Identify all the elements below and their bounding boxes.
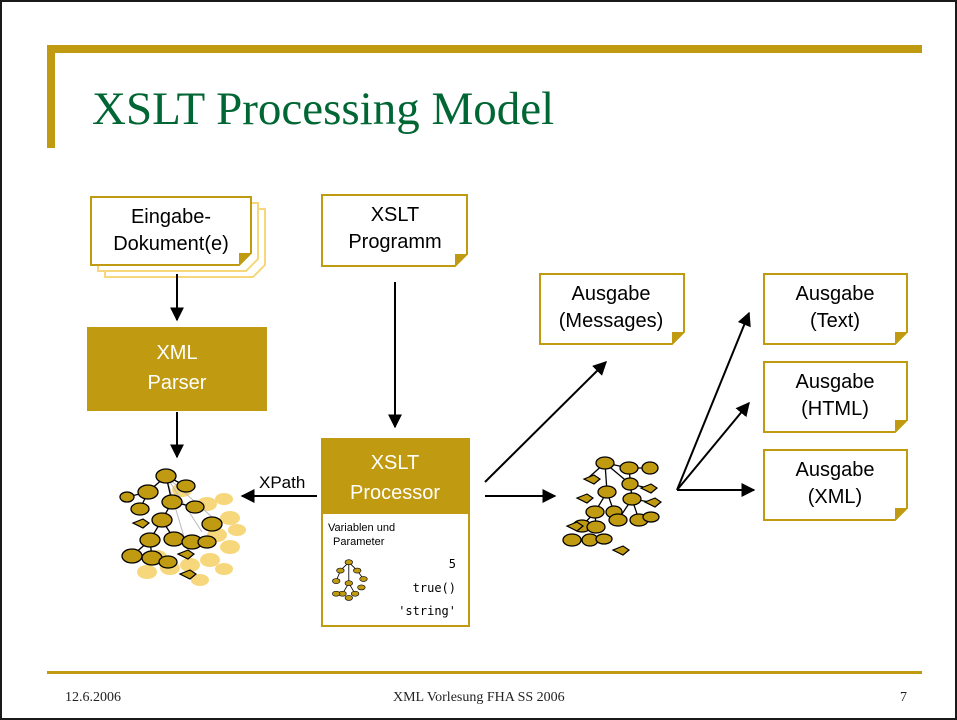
footer-divider [47,671,922,674]
slide-title: XSLT Processing Model [92,83,555,135]
variable-value-boolean: true() [413,581,456,595]
arrow-to-html [676,401,750,491]
footer-center: XML Vorlesung FHA SS 2006 [393,690,565,705]
arrow-to-text [676,311,751,491]
flow-arrows [170,274,756,503]
output-text-label-2: (Text) [810,310,860,332]
output-xml-doc: Ausgabe (XML) [763,449,908,521]
output-xml-label-2: (XML) [808,486,862,508]
result-tree-icon [562,456,663,556]
output-messages-label-2: (Messages) [559,310,663,332]
xslt-processor-box: XSLT Processor Variablen und Parameter 5… [321,438,470,627]
xslt-processor-label-2: Processor [350,482,440,504]
output-html-label-2: (HTML) [801,398,869,420]
xslt-program-label-2: Programm [348,231,441,253]
variable-tree-icon [332,559,368,601]
variables-label-1: Variablen und [328,522,395,534]
output-messages-doc: Ausgabe (Messages) [539,273,685,345]
input-document-stack: Eingabe- Dokument(e) [90,196,266,278]
footer-page-number: 7 [900,690,907,705]
variables-label-2: Parameter [333,536,385,548]
xml-parser-label-2: Parser [148,372,207,394]
output-xml-label-1: Ausgabe [796,459,875,481]
arrow-to-messages [484,361,607,483]
output-messages-label-1: Ausgabe [572,283,651,305]
xslt-processor-label-1: XSLT [371,452,420,474]
variable-value-number: 5 [449,557,456,571]
title-accent-bar [47,45,922,53]
output-text-doc: Ausgabe (Text) [763,273,908,345]
xpath-label: XPath [259,473,305,492]
xml-parser-box: XML Parser [87,327,267,411]
source-tree-icon [119,468,246,586]
output-html-doc: Ausgabe (HTML) [763,361,908,433]
xslt-program-doc: XSLT Programm [321,194,468,267]
xml-parser-label-1: XML [156,342,197,364]
input-doc-label-2: Dokument(e) [113,233,229,255]
variable-value-string: 'string' [398,604,456,618]
xslt-program-label-1: XSLT [371,204,420,226]
input-doc-label-1: Eingabe- [131,206,211,228]
footer-date: 12.6.2006 [65,690,121,705]
output-text-label-1: Ausgabe [796,283,875,305]
title-accent-side [47,45,55,148]
output-html-label-1: Ausgabe [796,371,875,393]
